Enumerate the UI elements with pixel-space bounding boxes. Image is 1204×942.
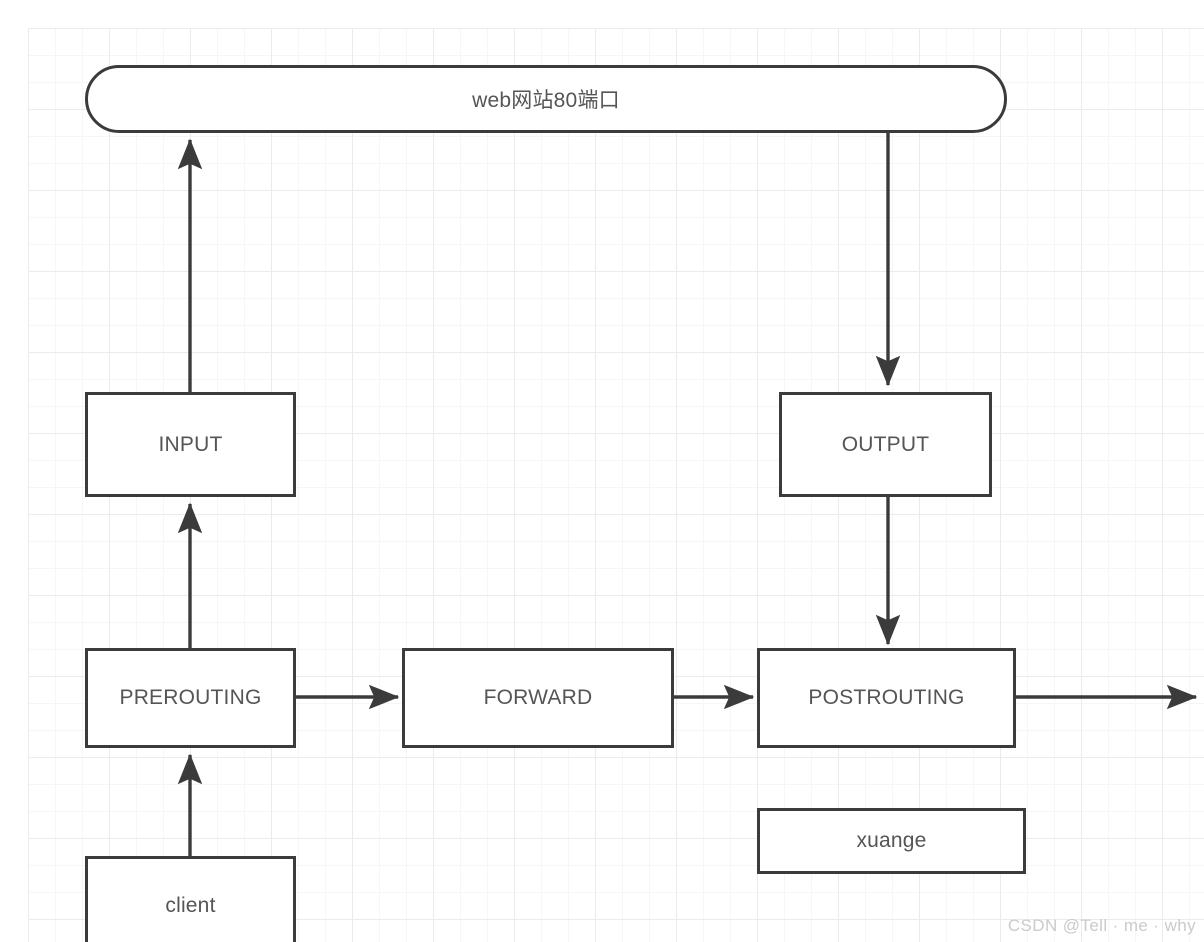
node-prerouting-label: PREROUTING xyxy=(119,686,262,709)
node-output[interactable]: OUTPUT xyxy=(779,392,992,497)
node-input[interactable]: INPUT xyxy=(85,392,296,497)
node-postrouting-label: POSTROUTING xyxy=(808,686,965,709)
node-xuange[interactable]: xuange xyxy=(757,808,1026,874)
node-client[interactable]: client xyxy=(85,856,296,942)
grid-background xyxy=(28,28,1204,942)
node-forward-label: FORWARD xyxy=(483,686,593,709)
node-client-label: client xyxy=(165,894,216,917)
watermark: CSDN @Tell · me · why xyxy=(1007,916,1196,935)
node-postrouting[interactable]: POSTROUTING xyxy=(757,648,1016,748)
node-input-label: INPUT xyxy=(158,432,223,456)
node-output-label: OUTPUT xyxy=(841,432,930,456)
node-prerouting[interactable]: PREROUTING xyxy=(85,648,296,748)
node-forward[interactable]: FORWARD xyxy=(402,648,674,748)
node-web-server[interactable]: web网站80端口 xyxy=(85,65,1007,133)
node-xuange-label: xuange xyxy=(856,829,927,852)
node-web-server-label: web网站80端口 xyxy=(472,89,620,112)
